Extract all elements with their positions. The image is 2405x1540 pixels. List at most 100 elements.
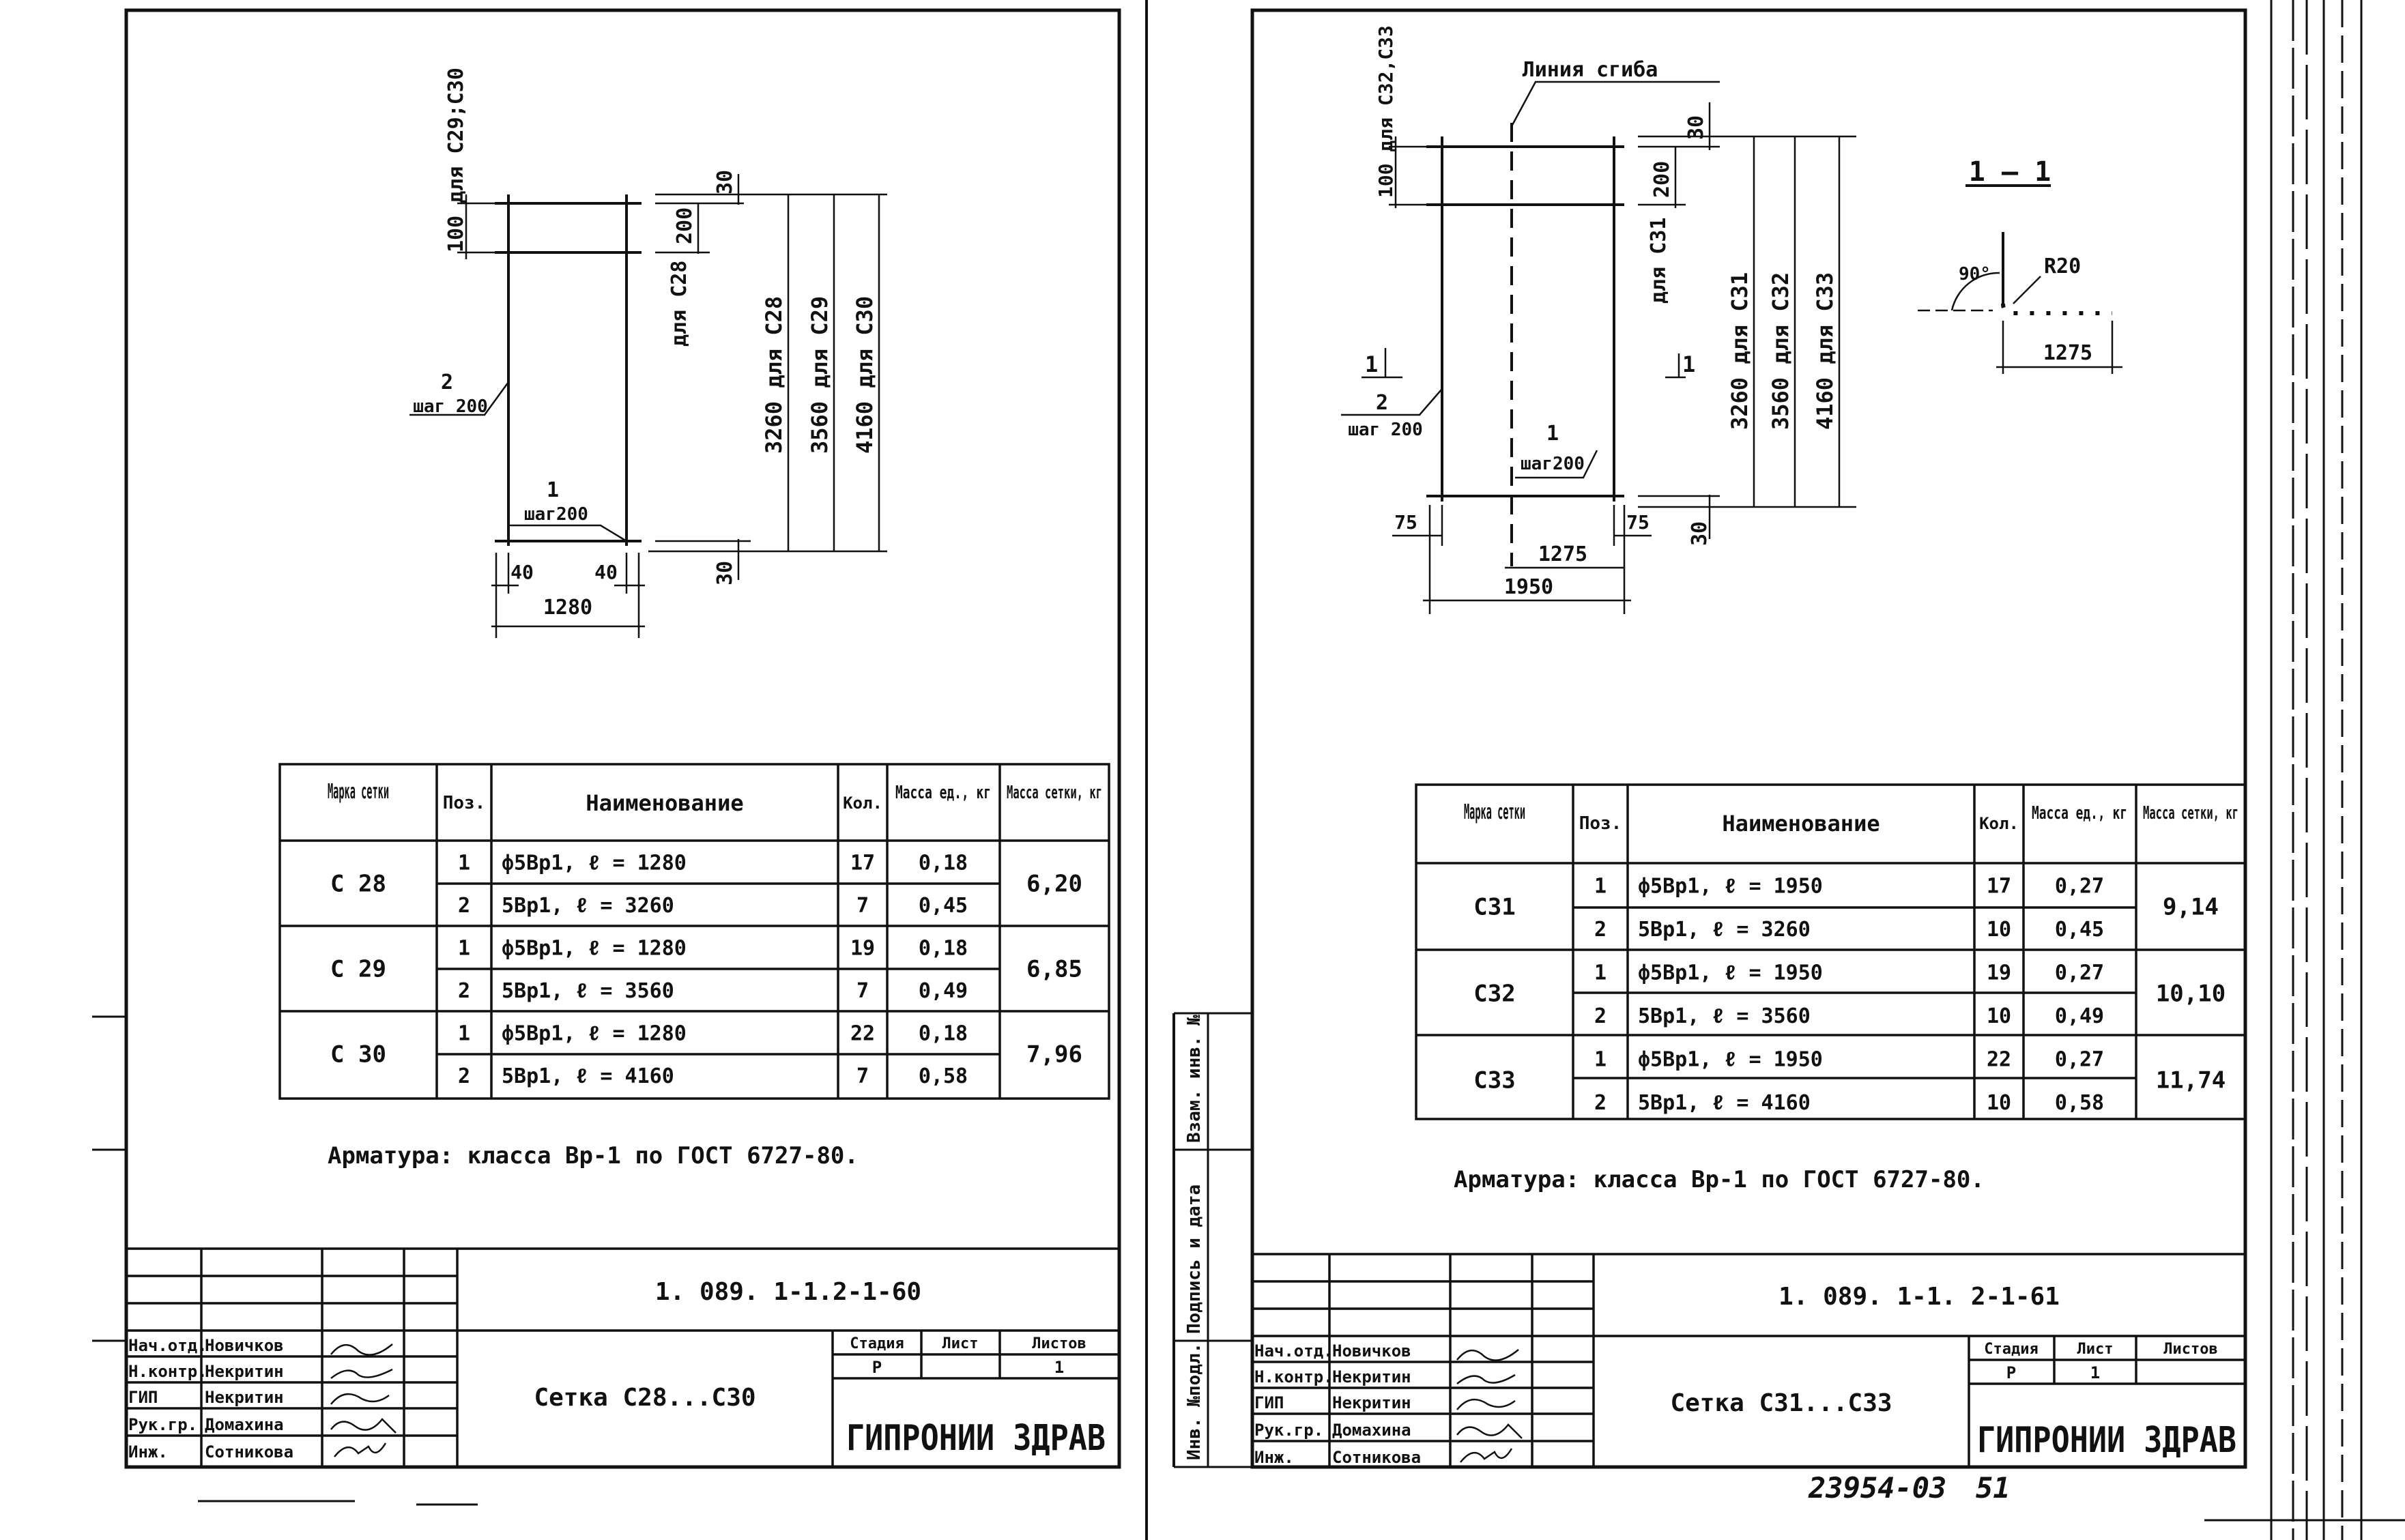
left-th-unit-mass: Масса ед., кг (895, 783, 991, 803)
left-dim-for-c28: для С28 (667, 261, 691, 347)
right-th-mark: Марка сетки (1464, 800, 1525, 824)
right-dim-100: 100 для С32,С33 (1374, 25, 1397, 198)
row-name: 5Вр1, ℓ = 3260 (1638, 918, 1811, 942)
row-position: 1 (458, 1022, 470, 1046)
left-sheets-value: 1 (1054, 1358, 1064, 1377)
row-unit-mass: 0,49 (919, 979, 968, 1003)
row-unit-mass: 0,18 (919, 852, 968, 875)
signatory-name: Некритин (205, 1388, 284, 1407)
right-th-qty: Кол. (1979, 814, 2019, 833)
row-quantity: 22 (1987, 1048, 2011, 1072)
right-title-block (1252, 1253, 2245, 1467)
right-pos1-number: 1 (1546, 422, 1559, 446)
row-unit-mass: 0,45 (2055, 918, 2104, 942)
row-name: ф5Вр1, ℓ = 1950 (1638, 1048, 1823, 1072)
right-dim-75b: 75 (1626, 511, 1650, 534)
right-doc-title: Сетка С31...С33 (1670, 1389, 1892, 1417)
right-th-unit-mass: Масса ед., кг (2032, 803, 2127, 824)
left-note: Арматура: класса Вр-1 по ГОСТ 6727-80. (328, 1142, 859, 1169)
left-dim-40a: 40 (510, 561, 534, 583)
row-position: 1 (458, 937, 470, 961)
left-doc-title: Сетка С28...С30 (534, 1384, 755, 1412)
left-title-block (126, 1247, 1119, 1467)
mesh-mark: С 29 (330, 956, 386, 983)
right-signatures (1456, 1349, 1523, 1463)
right-sheet: Инв. №подл. Подпись и дата Взам. инв. № (1172, 0, 2363, 1540)
signatory-name: Некритин (1332, 1393, 1411, 1412)
right-mesh-drawing: 100 для С32,С33 Линия сгиба 30 200 для С… (1341, 25, 1856, 614)
right-dim-3260: 3260 для С31 (1727, 272, 1753, 430)
row-unit-mass: 0,49 (2055, 1004, 2104, 1028)
left-dim-3260: 3260 для С28 (761, 296, 787, 454)
row-quantity: 7 (856, 1064, 869, 1088)
row-quantity: 10 (1987, 918, 2011, 942)
row-unit-mass: 0,18 (919, 937, 968, 961)
row-unit-mass: 0,58 (2055, 1091, 2104, 1115)
right-stage-label: Стадия (1984, 1341, 2038, 1358)
left-sheets-label: Листов (1032, 1335, 1086, 1352)
right-sheet-label: Лист (2077, 1341, 2114, 1358)
mesh-total-mass: 11,74 (2156, 1067, 2226, 1094)
row-name: 5Вр1, ℓ = 3560 (1638, 1004, 1811, 1028)
row-quantity: 10 (1987, 1004, 2011, 1028)
left-dim-width: 1280 (543, 596, 592, 620)
right-dim-4160: 4160 для С33 (1812, 272, 1838, 430)
left-pos1-step: шаг200 (524, 504, 588, 525)
row-position: 2 (458, 979, 470, 1003)
row-name: ф5Вр1, ℓ = 1950 (1638, 875, 1823, 899)
signatory-role: Инж. (1254, 1448, 1294, 1467)
row-unit-mass: 0,27 (2055, 1048, 2104, 1072)
right-doc-code: 1. 089. 1-1. 2-1-61 (1778, 1283, 2060, 1311)
signatory-role: ГИП (1254, 1393, 1284, 1412)
scan-marks (198, 1500, 2405, 1522)
row-unit-mass: 0,27 (2055, 961, 2104, 985)
row-unit-mass: 0,58 (919, 1064, 968, 1088)
mesh-total-mass: 7,96 (1026, 1041, 1082, 1069)
mesh-mark: С 30 (330, 1041, 386, 1069)
right-frame (1250, 8, 2247, 1469)
row-name: 5Вр1, ℓ = 3260 (502, 894, 674, 918)
signatory-role: Инж. (128, 1442, 168, 1462)
side-label-signature: Подпись и дата (1184, 1185, 1205, 1334)
row-name: 5Вр1, ℓ = 3560 (502, 979, 674, 1003)
row-position: 2 (1594, 918, 1607, 942)
row-unit-mass: 0,18 (919, 1022, 968, 1046)
row-position: 1 (1594, 1048, 1607, 1072)
row-quantity: 22 (850, 1022, 875, 1046)
mesh-mark: С31 (1473, 894, 1515, 921)
right-dim-1275: 1275 (1538, 542, 1587, 566)
row-name: ф5Вр1, ℓ = 1280 (502, 852, 687, 875)
signatory-role: Нач.отд. (128, 1336, 207, 1355)
signatory-name: Некритин (1332, 1367, 1411, 1386)
left-dim-40b: 40 (594, 561, 618, 583)
page-number: 51 (1976, 1471, 2011, 1505)
left-doc-code: 1. 089. 1-1.2-1-60 (655, 1278, 921, 1306)
row-position: 1 (1594, 961, 1607, 985)
mesh-mark: С32 (1473, 980, 1515, 1008)
left-th-total-mass: Масса сетки, кг (1007, 783, 1102, 803)
row-name: ф5Вр1, ℓ = 1280 (502, 1022, 687, 1046)
row-position: 2 (458, 1064, 470, 1088)
signatory-name: Новичков (1332, 1341, 1411, 1361)
right-section-mark-a: 1 (1365, 351, 1378, 377)
right-note: Арматура: класса Вр-1 по ГОСТ 6727-80. (1454, 1166, 1985, 1193)
row-quantity: 7 (856, 894, 869, 918)
right-organization: ГИПРОНИИ ЗДРАВ (1977, 1420, 2236, 1461)
right-dim-200: 200 (1650, 161, 1674, 198)
left-pos2-step: шаг 200 (413, 396, 488, 417)
left-sheet-label: Лист (942, 1335, 979, 1352)
left-pos1-number: 1 (547, 478, 559, 502)
signatory-role: Рук.гр. (128, 1415, 197, 1434)
left-sheet: 100 для С29;С30 30 200 для С28 3260 для … (92, 8, 1121, 1469)
left-organization: ГИПРОНИИ ЗДРАВ (846, 1418, 1106, 1459)
right-angle: 90° (1959, 264, 1991, 285)
row-position: 1 (1594, 875, 1607, 899)
row-position: 2 (1594, 1091, 1607, 1115)
signatory-name: Домахина (205, 1415, 284, 1434)
row-quantity: 17 (850, 852, 875, 875)
